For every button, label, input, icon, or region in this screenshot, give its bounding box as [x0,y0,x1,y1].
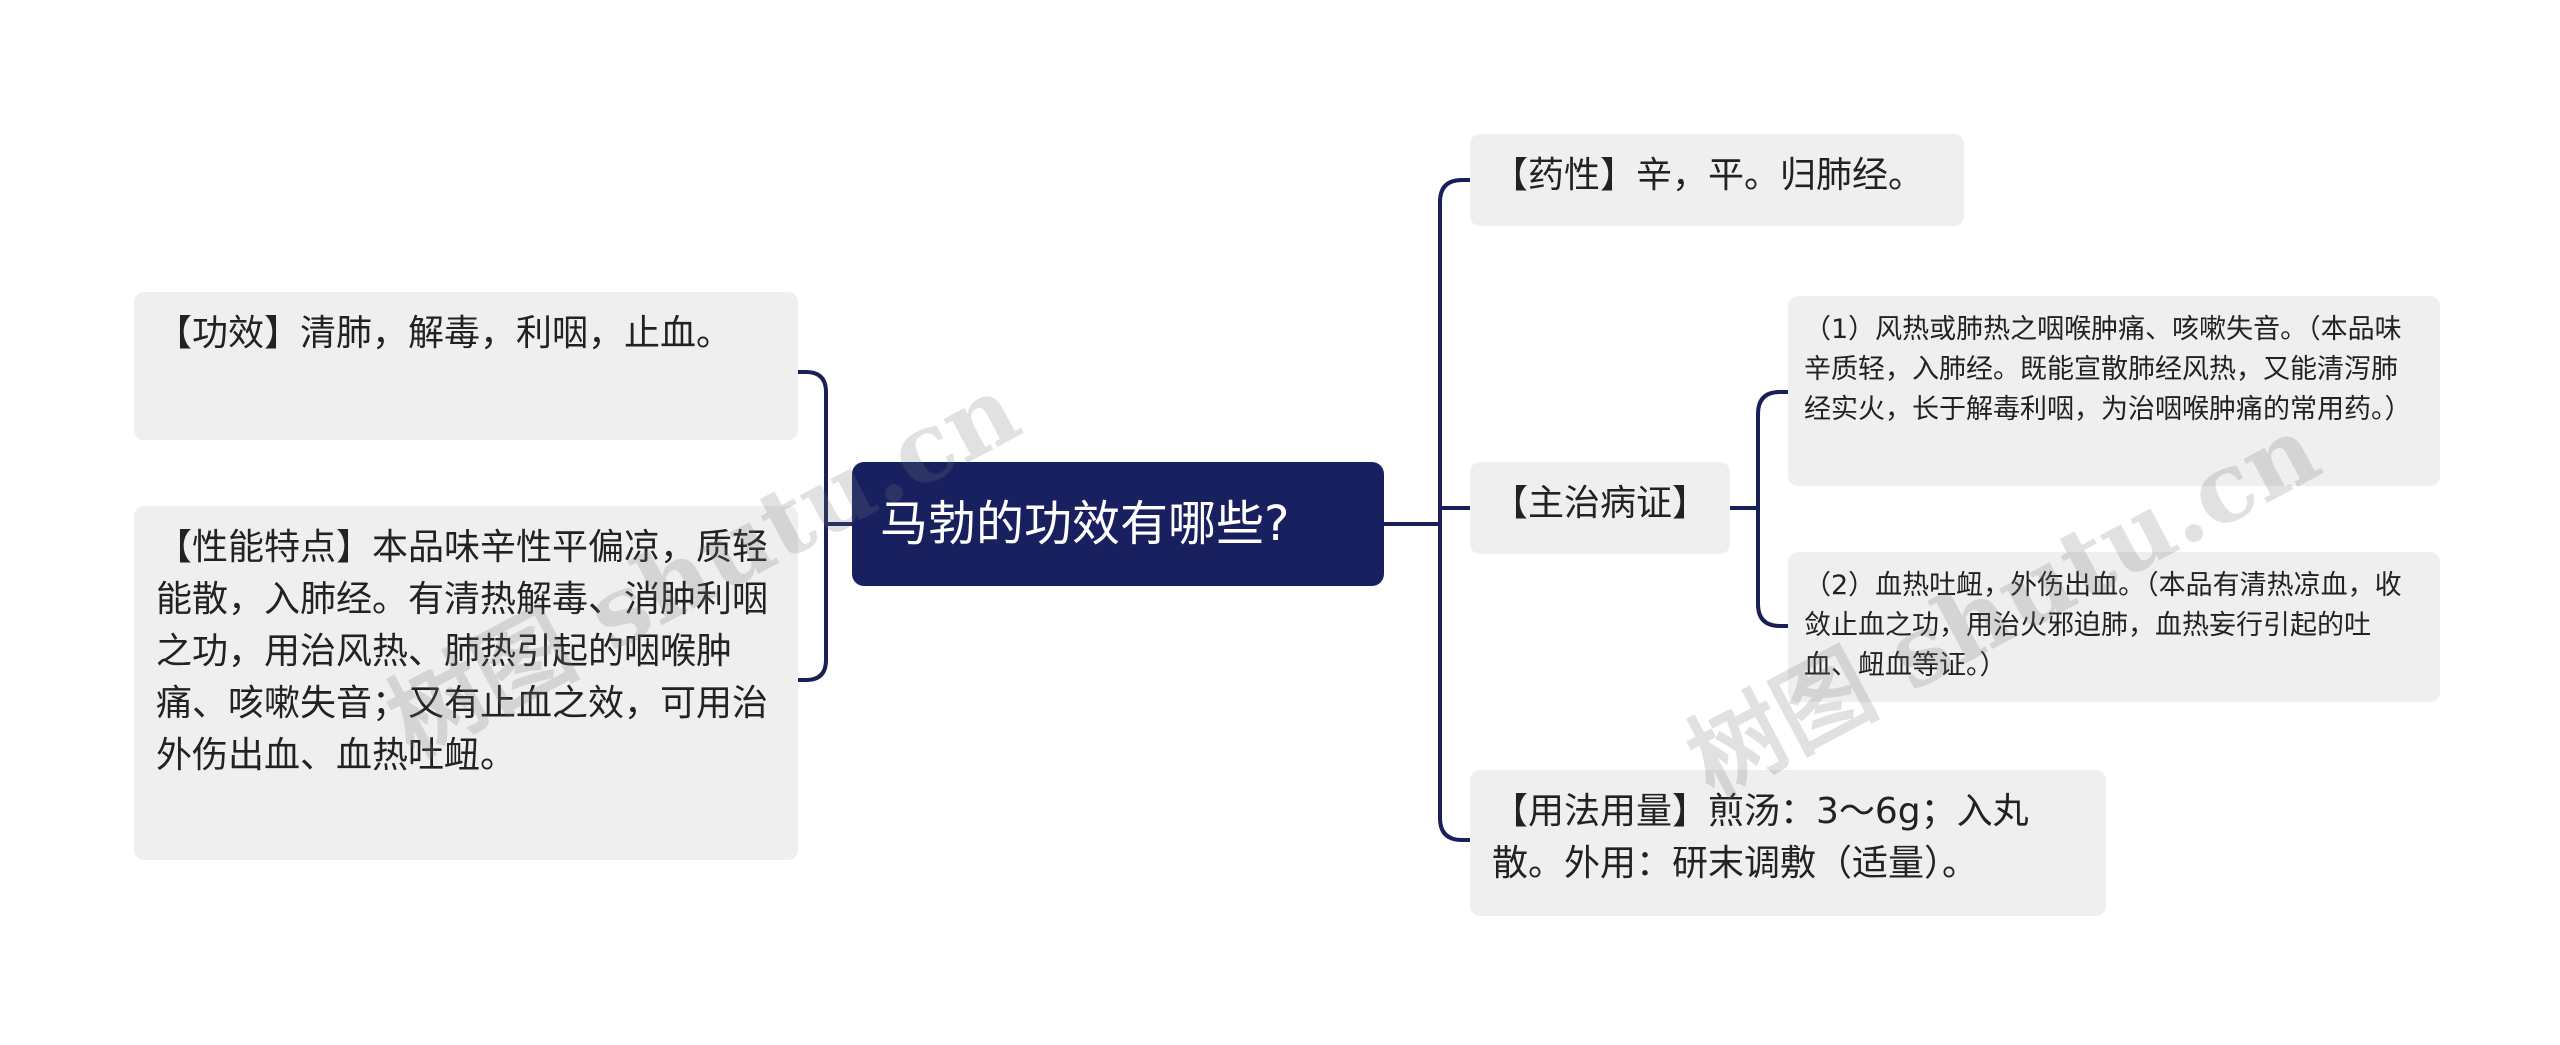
node-zhuzhi-item-2[interactable]: （2）血热吐衄，外伤出血。（本品有清热凉血，收敛止血之功，用治火邪迫肺，血热妄行… [1788,552,2440,702]
connector-left-to-gongxiao [796,370,828,682]
node-yongfa-yongliang-text: 【用法用量】煎汤：3～6g；入丸散。外用：研末调敷（适量）。 [1492,791,2029,884]
node-zhuzhi-bingzheng[interactable]: 【主治病证】 [1470,462,1730,554]
node-yaoxing-text: 【药性】辛，平。归肺经。 [1492,155,1925,196]
node-zhuzhi-item-1-text: （1）风热或肺热之咽喉肿痛、咳嗽失音。（本品味辛质轻，入肺经。既能宣散肺经风热，… [1804,314,2412,425]
node-zhuzhi-item-1[interactable]: （1）风热或肺热之咽喉肿痛、咳嗽失音。（本品味辛质轻，入肺经。既能宣散肺经风热，… [1788,296,2440,486]
node-xingneng-tedian-text: 【性能特点】本品味辛性平偏凉，质轻能散，入肺经。有清热解毒、消肿利咽之功，用治风… [156,527,769,776]
node-yaoxing[interactable]: 【药性】辛，平。归肺经。 [1470,134,1964,226]
node-gongxiao-text: 【功效】清肺，解毒，利咽，止血。 [156,313,733,354]
node-zhuzhi-bingzheng-text: 【主治病证】 [1492,483,1709,524]
node-yongfa-yongliang[interactable]: 【用法用量】煎汤：3～6g；入丸散。外用：研末调敷（适量）。 [1470,770,2106,916]
root-topic-label: 马勃的功效有哪些? [880,496,1290,552]
node-gongxiao[interactable]: 【功效】清肺，解毒，利咽，止血。 [134,292,798,440]
connector-zhuzhi-children [1756,390,1790,628]
node-zhuzhi-item-2-text: （2）血热吐衄，外伤出血。（本品有清热凉血，收敛止血之功，用治火邪迫肺，血热妄行… [1804,570,2402,681]
node-xingneng-tedian[interactable]: 【性能特点】本品味辛性平偏凉，质轻能散，入肺经。有清热解毒、消肿利咽之功，用治风… [134,506,798,860]
root-topic[interactable]: 马勃的功效有哪些? [852,462,1384,586]
